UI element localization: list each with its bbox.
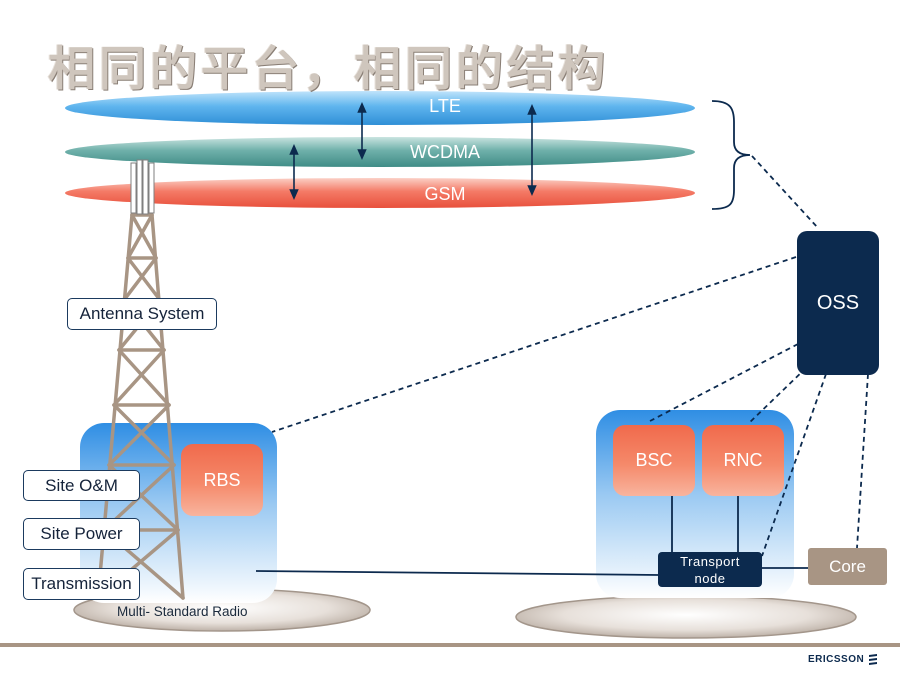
transport-links [255, 495, 808, 576]
right-site-pedestal [515, 595, 857, 639]
page-title: 相同的平台，相同的结构 [48, 42, 609, 97]
antenna-system-label: Antenna System [67, 298, 217, 330]
lte-band [65, 91, 695, 125]
site-om-label: Site O&M [23, 470, 140, 501]
transport-node: Transport node [658, 552, 762, 587]
transport-label-line2: node [694, 570, 726, 586]
gsm-label: GSM [424, 184, 466, 204]
oss-node: OSS [797, 231, 879, 375]
ericsson-wordmark: ERICSSON [808, 654, 865, 665]
transmission-label: Transmission [23, 568, 140, 600]
footer-divider [0, 643, 900, 647]
core-node: Core [808, 548, 887, 585]
band-brace [711, 100, 751, 210]
band-arrows [289, 102, 537, 200]
rbs-node: RBS [181, 444, 263, 516]
wcdma-label: WCDMA [410, 142, 480, 162]
lte-label: LTE [429, 96, 461, 116]
wcdma-band [65, 137, 695, 167]
oss-links [271, 155, 869, 557]
ericsson-mark-icon [869, 654, 878, 665]
transport-label-line1: Transport [680, 553, 740, 569]
gsm-band [65, 178, 695, 208]
ericsson-logo: ERICSSON [808, 654, 878, 665]
bsc-node: BSC [613, 425, 695, 496]
antenna-panels [130, 159, 155, 215]
rnc-node: RNC [702, 425, 784, 496]
site-power-label: Site Power [23, 518, 140, 550]
multi-standard-radio-label: Multi- Standard Radio [117, 604, 248, 619]
